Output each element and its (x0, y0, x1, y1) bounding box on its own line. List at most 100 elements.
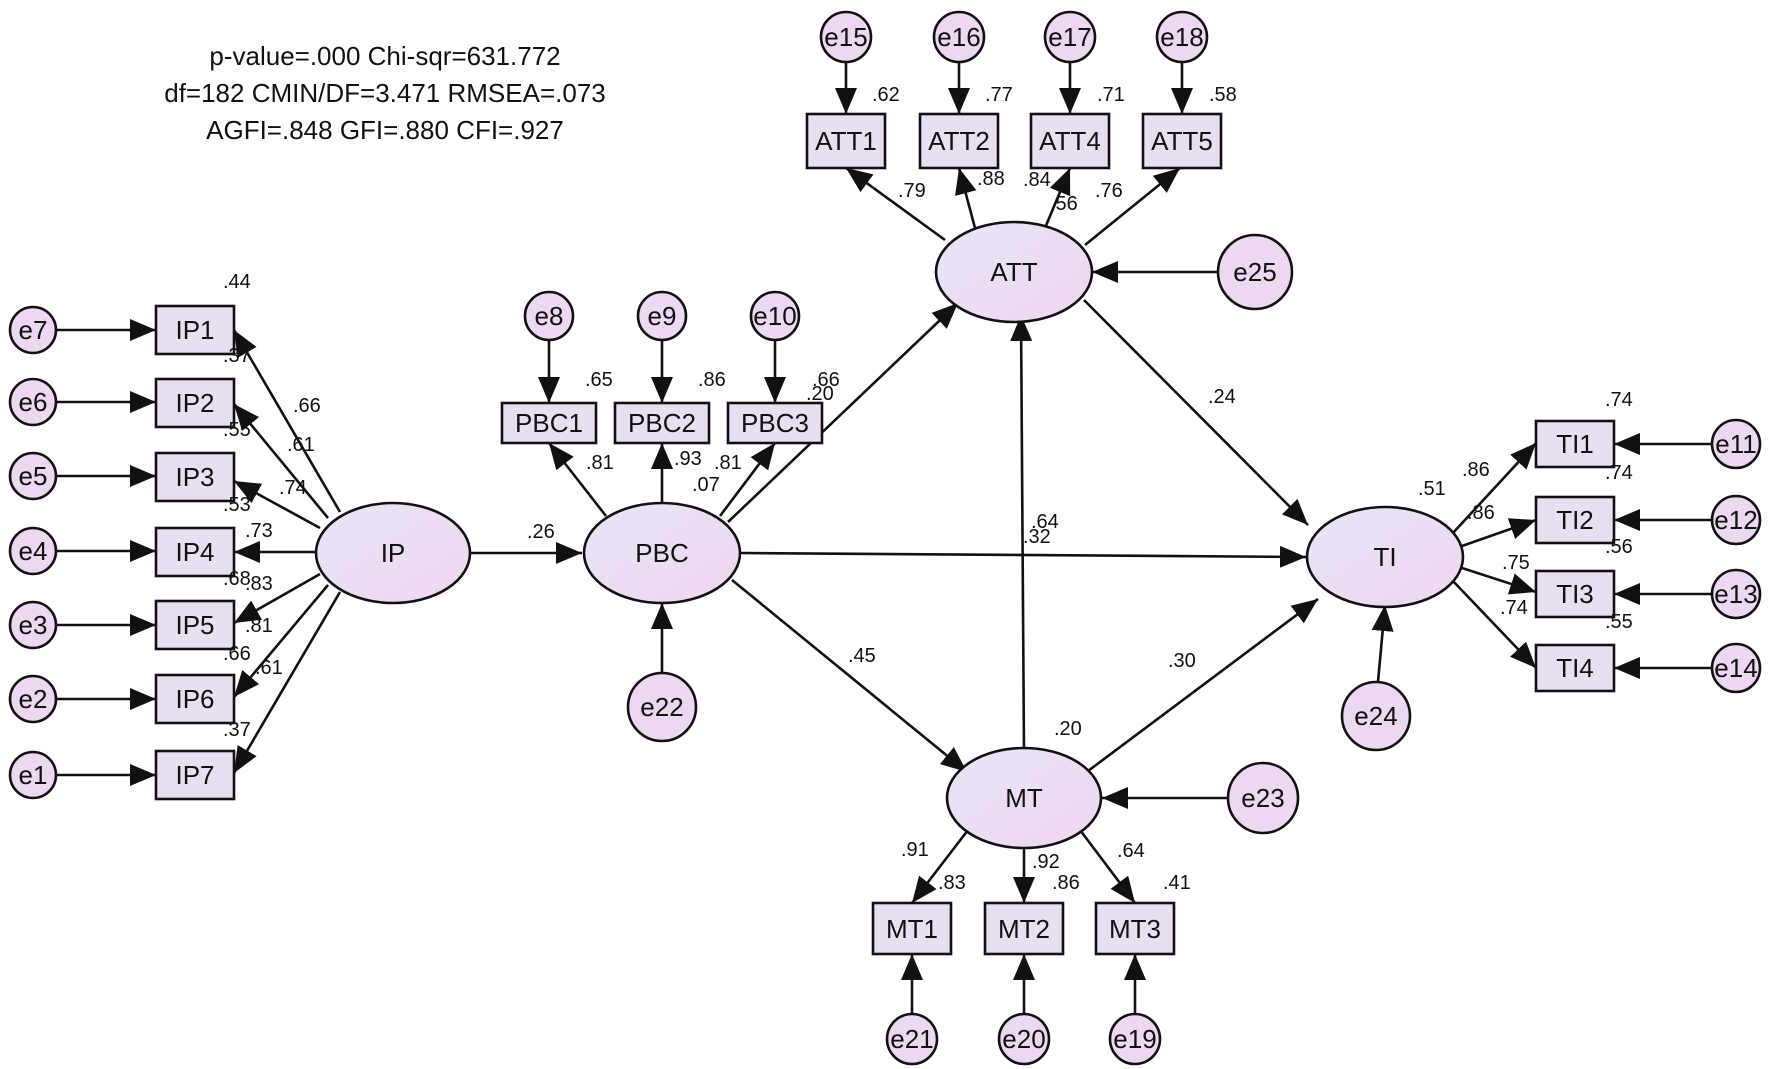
fit-line-2: df=182 CMIN/DF=3.471 RMSEA=.073 (164, 78, 606, 108)
indicator-ip6-label: IP6 (175, 684, 214, 714)
error-e25[interactable]: e25 (1216, 233, 1294, 311)
indicator-ip2[interactable]: IP2 (154, 377, 236, 429)
arrow-ip-ip1 (232, 329, 342, 513)
error-e12[interactable]: e12 (1710, 494, 1762, 546)
error-e8[interactable]: e8 (523, 290, 575, 342)
latent-ip-ellipse (314, 501, 472, 605)
loading-ip2: .61 (287, 434, 315, 456)
error-e9[interactable]: e9 (636, 290, 688, 342)
error-e15[interactable]: e15 (819, 10, 873, 64)
path-pbc-ti: .32 (1023, 526, 1051, 548)
indicator-att1[interactable]: ATT1 (805, 112, 887, 170)
indicator-mt2[interactable]: MT2 (983, 901, 1065, 956)
error-e16[interactable]: e16 (932, 10, 986, 64)
indicator-att4-label: ATT4 (1039, 126, 1101, 156)
path-pbc-mt: .45 (848, 645, 876, 667)
error-e13-label: e13 (1714, 579, 1757, 609)
indicator-pbc1[interactable]: PBC1 (500, 401, 598, 445)
error-e14[interactable]: e14 (1710, 642, 1762, 694)
r2-pbc3: .66 (812, 369, 840, 391)
arrow-pbc-att (727, 302, 959, 523)
error-e21[interactable]: e21 (885, 1012, 939, 1066)
loading-mt2: .92 (1032, 851, 1060, 873)
latent-att[interactable]: ATT (934, 220, 1094, 324)
indicator-mt3[interactable]: MT3 (1094, 901, 1176, 956)
indicator-ip5[interactable]: IP5 (154, 599, 236, 651)
indicator-ip6[interactable]: IP6 (154, 673, 236, 725)
error-e25-label: e25 (1233, 257, 1276, 287)
error-e7-label: e7 (19, 315, 48, 345)
indicator-ip1[interactable]: IP1 (154, 304, 236, 356)
loading-mt1: .91 (901, 839, 929, 861)
latent-ip[interactable]: IP (314, 501, 472, 605)
error-e5[interactable]: e5 (8, 451, 58, 501)
error-e11[interactable]: e11 (1710, 418, 1762, 470)
loading-ip7: .61 (255, 657, 283, 679)
error-e23[interactable]: e23 (1226, 761, 1300, 835)
error-e6-label: e6 (19, 387, 48, 417)
indicator-pbc3[interactable]: PBC3 (726, 401, 824, 445)
r2-pbc2: .86 (698, 369, 726, 391)
error-e16-label: e16 (937, 22, 980, 52)
arrow-pbc-pbc1 (547, 442, 608, 517)
r2-att4: .71 (1097, 84, 1125, 106)
latent-mt[interactable]: MT (945, 746, 1103, 850)
indicator-ip4[interactable]: IP4 (154, 526, 236, 578)
arrow-e24-ti (1371, 604, 1394, 683)
r2-att: .56 (1050, 193, 1078, 215)
latent-pbc[interactable]: PBC (582, 501, 742, 605)
indicator-att2[interactable]: ATT2 (918, 112, 1000, 170)
latent-ti[interactable]: TI (1305, 505, 1465, 609)
error-e24[interactable]: e24 (1340, 680, 1412, 752)
error-e20[interactable]: e20 (997, 1012, 1051, 1066)
error-e4-label: e4 (19, 536, 48, 566)
error-terms: e7 e6 e5 e4 e3 e2 e1 e8 e9 e10 e22 e15 e… (8, 10, 1762, 1066)
indicator-ti1[interactable]: TI1 (1534, 419, 1616, 469)
error-e18[interactable]: e18 (1155, 10, 1209, 64)
r2-ip2: .37 (223, 345, 251, 367)
error-e10[interactable]: e10 (749, 290, 801, 342)
indicator-ti2[interactable]: TI2 (1534, 495, 1616, 545)
indicator-att2-label: ATT2 (928, 126, 990, 156)
error-e4[interactable]: e4 (8, 526, 58, 576)
r2-ti4: .55 (1605, 611, 1633, 633)
error-e3[interactable]: e3 (8, 600, 58, 650)
error-e1[interactable]: e1 (8, 750, 58, 800)
indicator-att4[interactable]: ATT4 (1029, 112, 1111, 170)
indicator-ip3[interactable]: IP3 (154, 451, 236, 503)
error-e10-label: e10 (753, 301, 796, 331)
r2-ti2: .74 (1605, 462, 1633, 484)
indicator-att5[interactable]: ATT5 (1141, 112, 1223, 170)
indicator-ti3[interactable]: TI3 (1534, 569, 1616, 619)
error-e9-label: e9 (648, 301, 677, 331)
indicator-ip7[interactable]: IP7 (154, 749, 236, 801)
loading-ip5: .83 (245, 573, 273, 595)
indicator-ip5-label: IP5 (175, 610, 214, 640)
error-e2[interactable]: e2 (8, 674, 58, 724)
indicator-ti4[interactable]: TI4 (1534, 643, 1616, 693)
indicator-pbc1-label: PBC1 (515, 408, 583, 438)
arrow-ti-ti3 (1461, 566, 1537, 595)
error-e22[interactable]: e22 (626, 671, 698, 743)
error-e6[interactable]: e6 (8, 377, 58, 427)
error-e13[interactable]: e13 (1710, 568, 1762, 620)
path-pbc-att: .20 (806, 383, 834, 405)
error-e21-label: e21 (890, 1024, 933, 1054)
loading-ip4: .73 (245, 520, 273, 542)
r2-mt: .20 (1054, 718, 1082, 740)
arrow-att-att4 (1043, 167, 1072, 229)
error-e8-label: e8 (535, 301, 564, 331)
indicator-pbc2[interactable]: PBC2 (613, 401, 711, 445)
error-e19-label: e19 (1113, 1024, 1156, 1054)
arrow-mt-mt3 (1078, 829, 1137, 904)
arrow-ti-ti2 (1461, 518, 1537, 548)
latent-mt-label: MT (1005, 783, 1043, 813)
error-e17[interactable]: e17 (1043, 10, 1097, 64)
error-e7[interactable]: e7 (8, 305, 58, 355)
loading-ti1: .86 (1462, 459, 1490, 481)
arrow-att-att5 (1084, 166, 1181, 247)
latent-ip-label: IP (381, 538, 406, 568)
r2-ti1: .74 (1605, 389, 1633, 411)
error-e19[interactable]: e19 (1108, 1012, 1162, 1066)
indicator-mt1[interactable]: MT1 (871, 901, 953, 956)
